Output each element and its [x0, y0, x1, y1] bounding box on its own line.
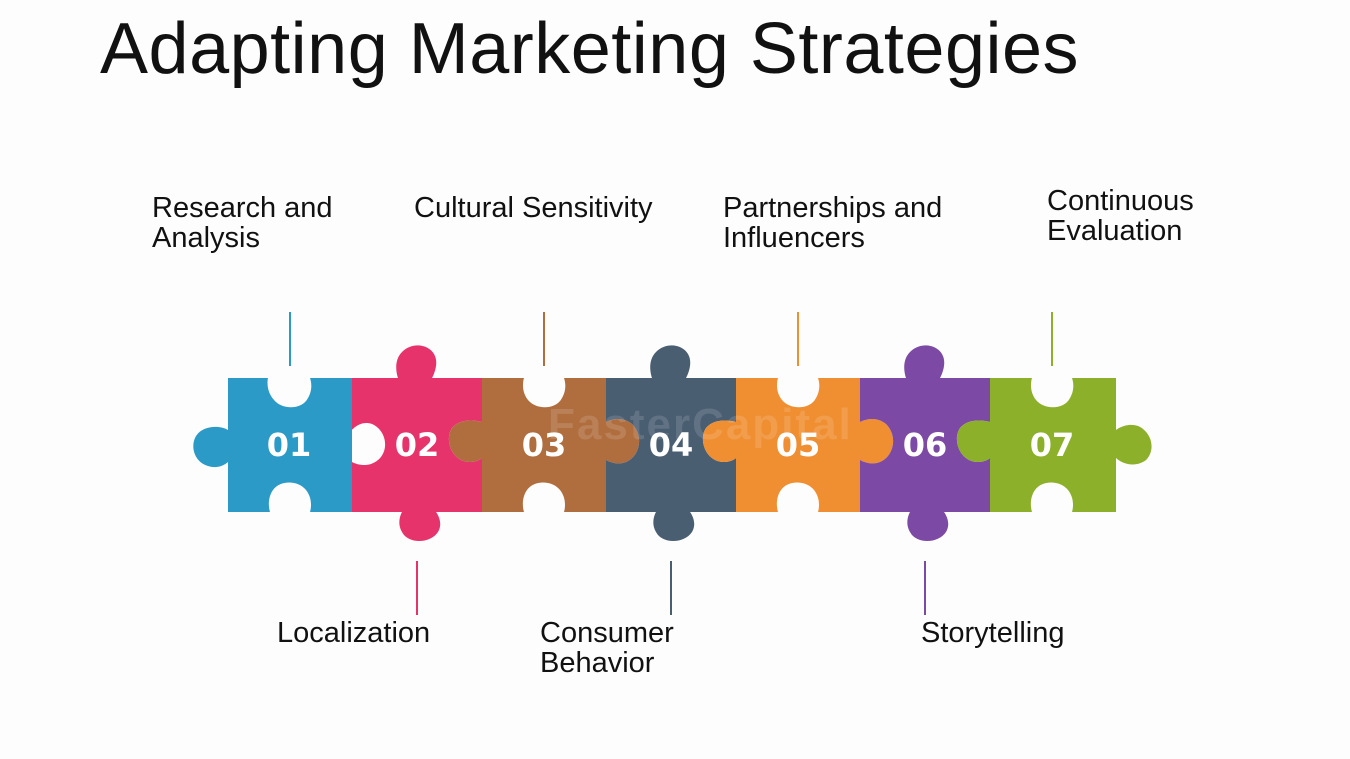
connector-line-03 — [543, 312, 545, 366]
step-label-localization: Localization — [277, 617, 431, 649]
connector-line-02 — [416, 561, 418, 615]
connector-line-01 — [289, 312, 291, 366]
connector-line-05 — [797, 312, 799, 366]
piece-number-05: 05 — [776, 426, 821, 464]
watermark: FasterCapital — [548, 400, 853, 449]
piece-number-02: 02 — [395, 426, 440, 464]
piece-number-03: 03 — [522, 426, 567, 464]
step-label-continuous-evaluation: Continuous Evaluation — [1047, 185, 1194, 247]
puzzle-piece-05: 05 — [702, 378, 894, 512]
step-label-consumer-behavior: Consumer Behavior — [540, 617, 674, 679]
puzzle-piece-01: 01 — [193, 378, 352, 512]
piece-number-06: 06 — [903, 426, 948, 464]
page-title: Adapting Marketing Strategies — [100, 9, 1080, 89]
connector-line-07 — [1051, 312, 1053, 366]
puzzle-piece-02: 02 — [352, 345, 482, 541]
puzzle-piece-04: 04 — [606, 345, 736, 541]
step-label-research: Research and Analysis — [152, 192, 333, 254]
piece-number-07: 07 — [1030, 426, 1075, 464]
puzzle-piece-07: 07 — [956, 378, 1152, 512]
piece-number-04: 04 — [649, 426, 694, 464]
piece-number-01: 01 — [267, 426, 312, 464]
connector-line-06 — [924, 561, 926, 615]
step-label-storytelling: Storytelling — [921, 617, 1065, 649]
step-label-partnerships: Partnerships and Influencers — [723, 192, 943, 254]
step-label-cultural-sensitivity: Cultural Sensitivity — [414, 192, 653, 224]
puzzle-piece-03: 03 — [448, 378, 640, 512]
connector-line-04 — [670, 561, 672, 615]
puzzle-piece-06: 06 — [860, 345, 990, 541]
